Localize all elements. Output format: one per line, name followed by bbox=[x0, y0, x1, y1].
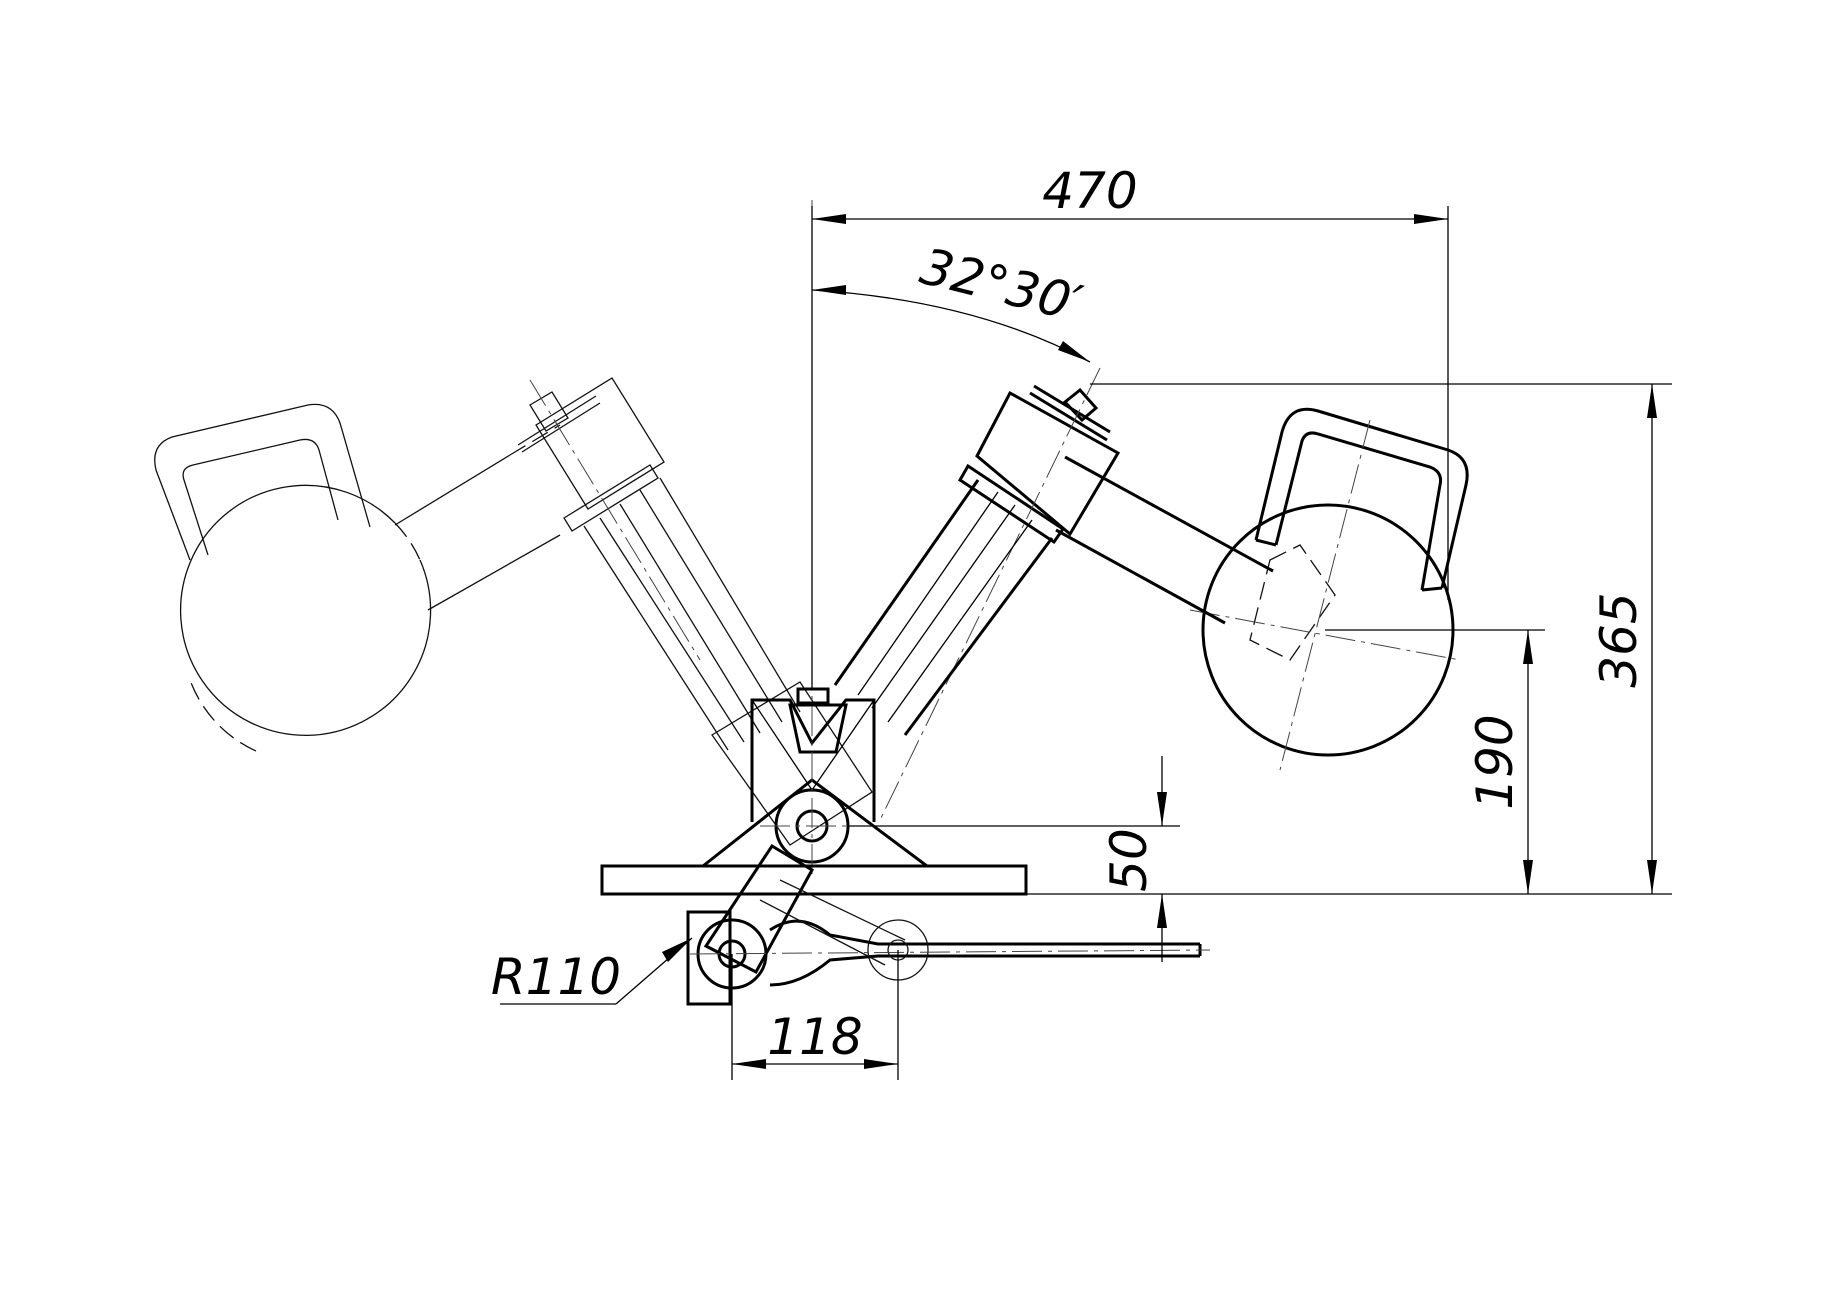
kettlebell-handle-cap-right bbox=[1421, 586, 1443, 592]
dim-50-label: 50 bbox=[1100, 828, 1158, 892]
pedal-arm bbox=[769, 919, 1200, 987]
ghost-bolt-washer2 bbox=[521, 402, 601, 453]
rod-inner-2 bbox=[871, 504, 1016, 709]
clamp-plate bbox=[957, 463, 1066, 545]
clamp-bolt bbox=[1062, 387, 1099, 423]
dim-190-arrow-bottom bbox=[1523, 860, 1533, 894]
v-holder-cap bbox=[796, 687, 830, 705]
dim-50-arrow-bottom bbox=[1157, 894, 1167, 928]
dim-190-arrow-top bbox=[1523, 630, 1533, 664]
ghost-rod-1 bbox=[583, 525, 729, 751]
v-holder-diag-1 bbox=[751, 699, 813, 791]
dim-365-label: 365 bbox=[1590, 592, 1648, 687]
v-holder-diag-2 bbox=[811, 699, 875, 791]
kettlebell-centerline-v bbox=[1279, 419, 1371, 771]
ghost-rod-5 bbox=[659, 477, 801, 713]
ghost-rod-4 bbox=[639, 489, 783, 723]
v-holder-insert bbox=[788, 703, 848, 754]
ghost-kettlebell-body-dashed-bottom bbox=[189, 679, 257, 752]
ghost-rod-2 bbox=[599, 517, 745, 743]
rod-outer-right bbox=[903, 537, 1054, 736]
dim-angle-arrow-right bbox=[1058, 341, 1090, 362]
v-holder bbox=[750, 698, 876, 822]
kettlebell-handle-inner bbox=[1274, 431, 1442, 591]
kettlebell-centerline-h bbox=[1189, 609, 1461, 661]
dim-angle-label: 32°30′ bbox=[915, 237, 1088, 333]
arm-bottom bbox=[1055, 528, 1226, 625]
ghost-kettlebell-handle-inner bbox=[182, 438, 339, 556]
dim-470-arrow-left bbox=[812, 214, 846, 224]
dim-365-arrow-bottom bbox=[1647, 860, 1657, 894]
dim-190-label: 190 bbox=[1466, 714, 1524, 809]
ghost-clamp-plate bbox=[563, 464, 659, 532]
dim-365-arrow-top bbox=[1647, 384, 1657, 418]
rod-inner-3 bbox=[887, 519, 1033, 723]
clamp-block bbox=[975, 390, 1121, 537]
ghost-kettlebell-handle bbox=[154, 403, 371, 561]
ghost-clamp-block bbox=[535, 377, 665, 510]
pedal-body bbox=[686, 910, 732, 1006]
kettlebell-handle-cap-left bbox=[1255, 538, 1277, 547]
kettlebell-handle-outer bbox=[1254, 407, 1469, 589]
dim-118-arrow-right bbox=[864, 1059, 898, 1069]
ghost-kettlebell-body-dashed bbox=[394, 522, 421, 561]
dim-r110-arrow bbox=[662, 938, 692, 962]
dim-r110-label: R110 bbox=[491, 948, 621, 1006]
kettlebell-hub-dashed bbox=[1249, 544, 1336, 661]
dim-50-arrow-top bbox=[1157, 792, 1167, 826]
dim-118-label: 118 bbox=[767, 1008, 862, 1066]
ghost-bolt-axis bbox=[529, 379, 701, 661]
dim-470-arrow-right bbox=[1414, 214, 1448, 224]
pedal-centerline bbox=[689, 949, 1211, 955]
dim-118-arrow-left bbox=[732, 1059, 766, 1069]
ghost-rod-3 bbox=[619, 503, 761, 734]
ghost-arm-top-dashed bbox=[509, 424, 561, 456]
ghost-arm-bottom bbox=[427, 534, 561, 611]
dim-470-label: 470 bbox=[1042, 162, 1137, 220]
pedal-ghost-link-1 bbox=[779, 879, 906, 941]
rod-inner-1 bbox=[857, 491, 999, 696]
ghost-bolt bbox=[529, 391, 569, 432]
ghost-arm-top bbox=[394, 454, 511, 526]
ghost-kettlebell-body bbox=[179, 484, 432, 736]
ghost-position-left bbox=[154, 377, 873, 846]
rod-outer-left bbox=[833, 479, 980, 686]
ghost-bolt-washer bbox=[517, 395, 597, 446]
dim-angle-arc bbox=[811, 289, 1091, 363]
dim-angle-arrow-left bbox=[812, 285, 846, 295]
dimensions: 470 32°30′ 365 190 50 R110 bbox=[491, 162, 1672, 1080]
clamp-axis bbox=[879, 367, 1101, 821]
clamp-washer-2 bbox=[1033, 384, 1111, 434]
base-plate bbox=[600, 864, 1028, 896]
clamp-washer bbox=[1029, 391, 1108, 442]
arm-top bbox=[1064, 455, 1274, 573]
pedal-ghost-link-2 bbox=[759, 899, 886, 966]
